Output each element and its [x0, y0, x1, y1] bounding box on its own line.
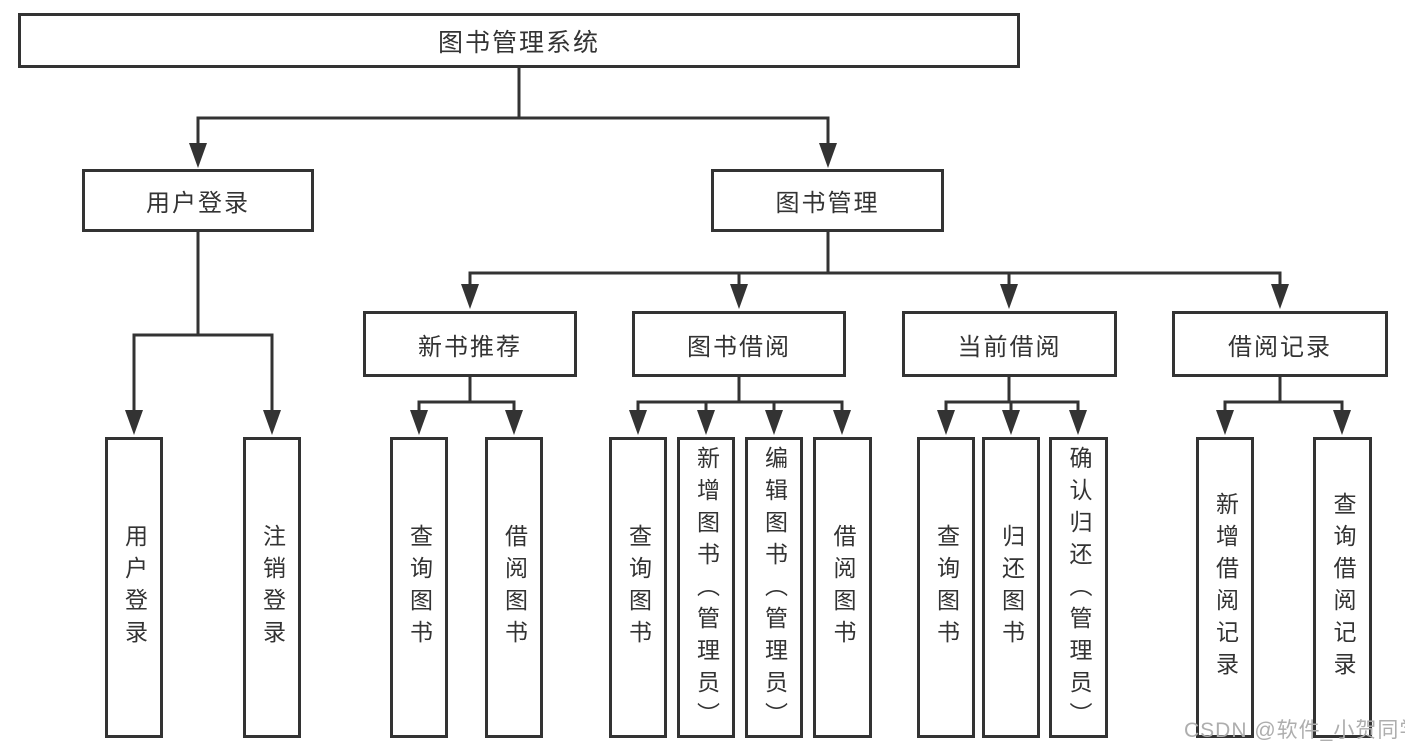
- leaf-add-borrow-record: 新增借阅记录: [1196, 437, 1254, 738]
- leaf-query-borrow-record: 查询借阅记录: [1313, 437, 1372, 738]
- leaf-add-book-admin: 新增图书（管理员）: [677, 437, 735, 738]
- node-root: 图书管理系统: [18, 13, 1020, 68]
- leaf-borrow-book-2: 借阅图书: [813, 437, 872, 738]
- leaf-query-book-2: 查询图书: [609, 437, 667, 738]
- node-book-management: 图书管理: [711, 169, 944, 232]
- leaf-borrow-book-1: 借阅图书: [485, 437, 543, 738]
- node-new-book-recommend: 新书推荐: [363, 311, 577, 377]
- leaf-user-login: 用户登录: [105, 437, 163, 738]
- node-book-borrow: 图书借阅: [632, 311, 846, 377]
- node-user-login: 用户登录: [82, 169, 314, 232]
- leaf-edit-book-admin: 编辑图书（管理员）: [745, 437, 803, 738]
- leaf-query-book-3: 查询图书: [917, 437, 975, 738]
- node-borrow-record: 借阅记录: [1172, 311, 1388, 377]
- watermark: CSDN @软件_小贺同学: [1184, 719, 1405, 742]
- leaf-confirm-return-admin: 确认归还（管理员）: [1049, 437, 1108, 738]
- leaf-return-book: 归还图书: [982, 437, 1040, 738]
- node-current-borrow: 当前借阅: [902, 311, 1117, 377]
- leaf-logout: 注销登录: [243, 437, 301, 738]
- leaf-query-book-1: 查询图书: [390, 437, 448, 738]
